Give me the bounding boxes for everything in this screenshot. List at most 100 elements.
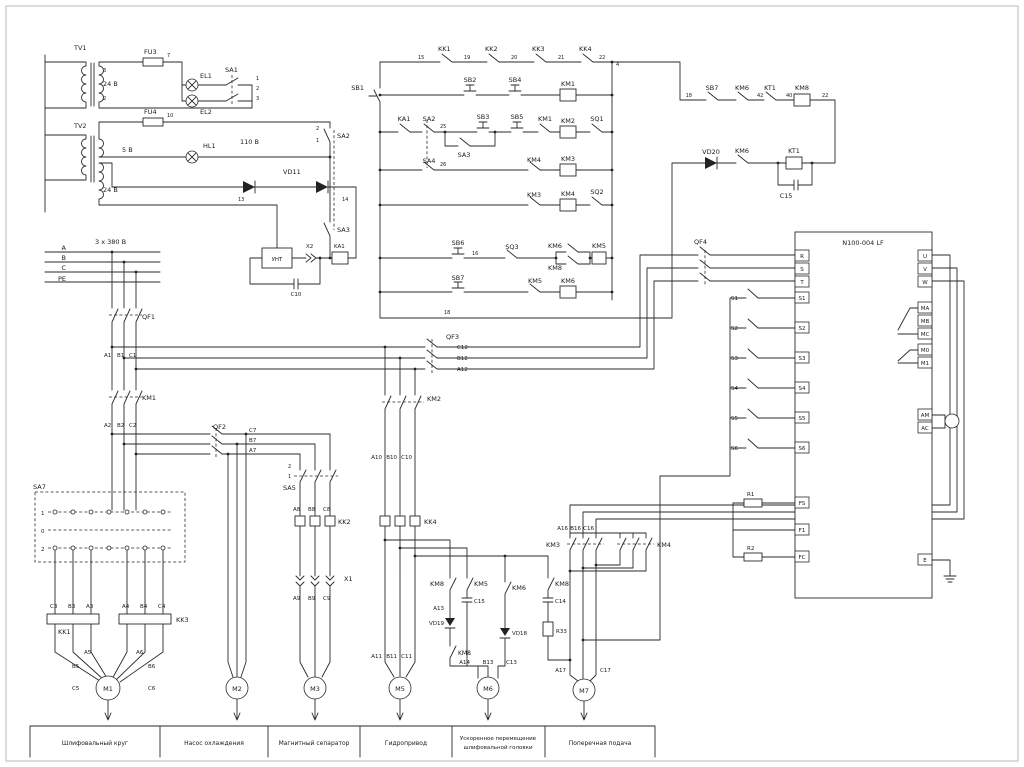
component-label: B11 (386, 654, 397, 660)
component-label: C2 (129, 423, 136, 429)
component-label: B1 (117, 353, 124, 359)
component-label: SA3 (458, 151, 471, 159)
contactor-coil-km1 (559, 88, 577, 102)
wires-inverter-output (567, 254, 965, 721)
component-label: EL2 (200, 108, 212, 116)
component-label: C1 (129, 353, 136, 359)
component-label: KM6 (512, 584, 526, 592)
component-label: FS (799, 501, 806, 507)
component-label: S1 (731, 296, 738, 302)
component-label: KM5 (474, 580, 488, 588)
component-label: X2 (306, 244, 313, 250)
component-label: C14 (555, 599, 566, 605)
component-label: HL1 (203, 142, 216, 150)
component-label: SA1 (225, 66, 238, 74)
resistor-r2 (743, 552, 763, 562)
component-label: T (799, 280, 804, 286)
component-label: Насос охлаждения (184, 740, 244, 747)
component-label: 2 (288, 464, 291, 470)
component-label: SB1 (351, 84, 364, 92)
component-label: KM6 (735, 84, 749, 92)
component-label: QF1 (142, 313, 155, 321)
motors (95, 675, 596, 702)
component-label: MC (921, 332, 930, 338)
component-label: S1 (799, 296, 806, 302)
component-label: A12 (457, 367, 468, 373)
component-label: A11 (371, 654, 382, 660)
component-label: TV2 (73, 122, 87, 130)
component-label: шлифовальной головки (463, 744, 533, 751)
wires-main-power (34, 246, 796, 721)
component-label: SA5 (283, 484, 296, 492)
component-label: C10 (401, 455, 412, 461)
component-label: 22 (599, 55, 605, 61)
component-label: C15 (780, 192, 793, 200)
motor-m7 (572, 678, 596, 702)
component-label: S2 (731, 326, 738, 332)
component-label: C (61, 264, 66, 272)
component-label: 3 (256, 96, 259, 102)
component-label: S6 (731, 446, 738, 452)
component-label: S4 (799, 386, 806, 392)
component-label: C15 (474, 599, 485, 605)
component-label: A13 (433, 606, 444, 612)
motor-m3 (303, 676, 327, 700)
component-label: M3 (310, 685, 320, 693)
component-label: KM8 (548, 264, 562, 272)
section-rail (29, 725, 656, 758)
component-label: QF3 (446, 333, 459, 341)
component-label: KM6 (735, 147, 749, 155)
component-label: B10 (386, 455, 397, 461)
component-label: FU4 (144, 108, 157, 116)
component-label: C4 (158, 604, 166, 610)
inverter-terminals-left (794, 249, 810, 563)
component-label: A5 (84, 650, 92, 656)
component-label: B4 (140, 604, 148, 610)
component-label: B2 (117, 423, 124, 429)
component-label: M7 (579, 687, 589, 695)
component-label: Магнитный сепаратор (279, 740, 350, 747)
component-label: 110 В (240, 138, 259, 146)
analog-meter-icon (944, 413, 960, 429)
component-label: C16 (583, 526, 594, 532)
component-label: KT1 (764, 84, 776, 92)
component-label: 1 (316, 138, 319, 144)
component-label: 1 (41, 511, 45, 517)
component-label: KM5 (592, 242, 606, 250)
component-label: S (800, 267, 804, 273)
component-label: B8 (308, 507, 316, 513)
component-label: KM1 (561, 80, 575, 88)
component-label: 3 x 380 В (95, 238, 126, 246)
component-label: C7 (249, 428, 257, 434)
component-label: B3 (68, 604, 76, 610)
component-label: A14 (459, 660, 470, 666)
component-label: C9 (323, 596, 331, 602)
component-label: C12 (457, 345, 468, 351)
component-label: SA7 (33, 483, 46, 491)
inverter-block (582, 231, 960, 641)
component-label: M1 (103, 685, 113, 693)
component-label: A3 (86, 604, 94, 610)
component-label: M2 (232, 685, 242, 693)
component-label: B13 (483, 660, 494, 666)
component-label: B9 (308, 596, 316, 602)
component-label: S3 (731, 356, 738, 362)
component-label: V (923, 267, 927, 273)
component-label: VD19 (429, 621, 444, 627)
component-label: 24 В (103, 186, 118, 194)
lamp-cross-icon (187, 80, 197, 162)
component-label: A4 (122, 604, 130, 610)
component-label: 26 (440, 162, 446, 168)
thermal-kk2 (309, 515, 321, 527)
unt-box (261, 247, 293, 269)
wires-power-left (44, 54, 357, 290)
component-label: KK3 (176, 616, 189, 624)
component-label: SA2 (423, 115, 436, 123)
component-label: QF4 (694, 238, 707, 246)
thermal-kk2 (294, 515, 306, 527)
component-label: AM (921, 413, 930, 419)
component-label: KM5 (528, 277, 542, 285)
component-label: 1 (256, 76, 259, 82)
